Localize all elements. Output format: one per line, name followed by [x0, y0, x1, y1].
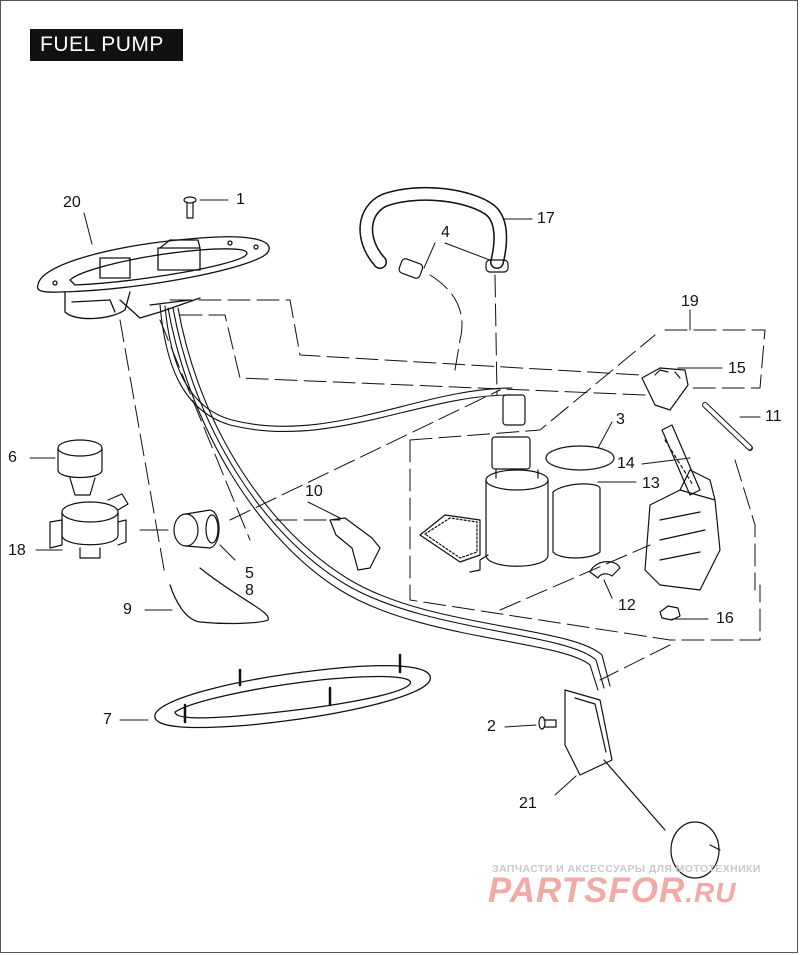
callout-9: 9	[123, 601, 132, 618]
watermark-logo-tld: .RU	[685, 877, 737, 908]
screw-2	[538, 716, 557, 730]
fuel-pump-body	[419, 394, 549, 573]
callout-11: 11	[765, 408, 782, 425]
callout-3: 3	[616, 411, 625, 428]
callout-19: 19	[681, 293, 699, 310]
watermark-logo-main: PARTS	[488, 871, 609, 910]
callout-8: 8	[245, 582, 254, 599]
callout-21: 21	[519, 795, 537, 812]
top-bracket	[641, 367, 689, 411]
callout-14: 14	[617, 455, 635, 472]
tank-top-plate	[36, 236, 270, 320]
callout-10: 10	[305, 483, 323, 500]
watermark-logo-mid: FOR	[608, 871, 686, 910]
corrugated-hose	[359, 186, 508, 269]
guide-rail	[661, 424, 701, 496]
regulator-housing	[49, 493, 129, 559]
callout-12: 12	[618, 597, 636, 614]
watermark-tagline: ЗАПЧАСТИ И АКСЕССУАРЫ ДЛЯ МОТОТЕХНИКИ	[492, 863, 761, 875]
callout-2: 2	[487, 718, 496, 735]
callout-20: 20	[63, 194, 81, 211]
callout-16: 16	[716, 610, 734, 627]
callout-1: 1	[236, 191, 245, 208]
callout-17: 17	[537, 210, 555, 227]
leader-lines	[29, 199, 761, 796]
wire-harness	[159, 304, 611, 691]
callout-5: 5	[245, 565, 254, 582]
reservoir-assembly	[644, 469, 721, 591]
fuel-level-sender	[564, 689, 721, 879]
wire-clip	[169, 567, 269, 625]
ring-clip	[545, 445, 615, 471]
callout-4: 4	[441, 224, 450, 241]
pump-sleeve	[552, 483, 601, 559]
callout-6: 6	[8, 449, 17, 466]
callout-18: 18	[8, 542, 26, 559]
retainer	[589, 561, 621, 579]
diagram-title: FUEL PUMP	[30, 29, 183, 61]
mounting-bracket	[329, 517, 381, 571]
callout-7: 7	[103, 711, 112, 728]
screw-1	[183, 196, 197, 219]
tank-gasket	[154, 653, 431, 729]
spring	[702, 402, 753, 451]
callout-13: 13	[642, 475, 660, 492]
nut	[659, 605, 681, 621]
inline-filter	[173, 509, 220, 549]
watermark-logo: PARTSFOR.RU	[488, 871, 737, 911]
pressure-regulator	[57, 439, 103, 496]
dashed-assembly-lines	[119, 274, 766, 681]
hose-clamps	[398, 258, 509, 279]
callout-15: 15	[728, 360, 746, 377]
